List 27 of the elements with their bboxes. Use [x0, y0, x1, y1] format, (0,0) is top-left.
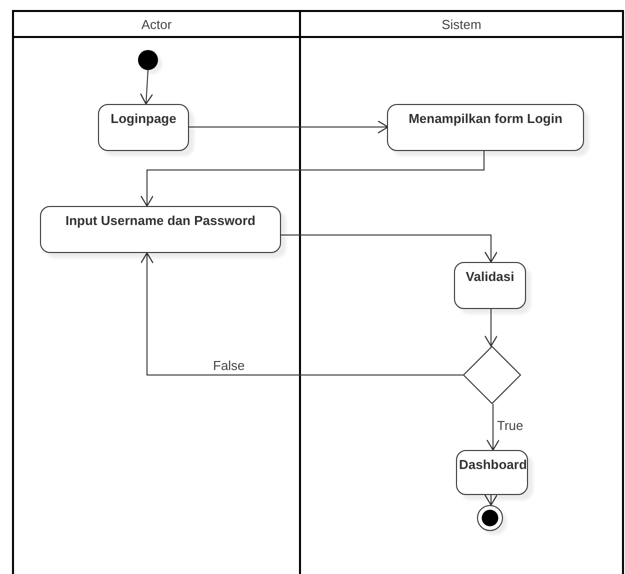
action-label: Dashboard: [459, 457, 527, 472]
flow-arrow: [140, 70, 154, 105]
flow-arrow: [484, 308, 498, 347]
action-box: [40, 206, 281, 253]
flow-arrow: [486, 404, 500, 451]
lane-title: Actor: [141, 16, 172, 32]
edge-label: False: [212, 358, 246, 373]
swimlane: [12, 10, 300, 574]
edge-label: True: [496, 418, 524, 433]
flow-arrow: [140, 150, 484, 207]
flow-arrow: [140, 252, 464, 376]
action-box: [387, 104, 584, 151]
flow-arrow: [188, 120, 389, 134]
flow-arrow: [280, 234, 498, 263]
action-label: Loginpage: [110, 111, 176, 126]
decision-diamond: [462, 346, 522, 404]
action-box: [456, 450, 528, 495]
action-label: Menampilkan form Login: [408, 111, 562, 126]
lane-title: Sistem: [442, 16, 482, 32]
flow-arrow: [484, 494, 498, 506]
action-box: [98, 104, 189, 151]
swimlane: [300, 10, 624, 574]
final-node: [477, 505, 503, 531]
action-label: Input Username dan Password: [66, 213, 256, 228]
initial-node: [138, 50, 158, 70]
action-label: Validasi: [466, 269, 514, 284]
action-box: [454, 262, 526, 309]
